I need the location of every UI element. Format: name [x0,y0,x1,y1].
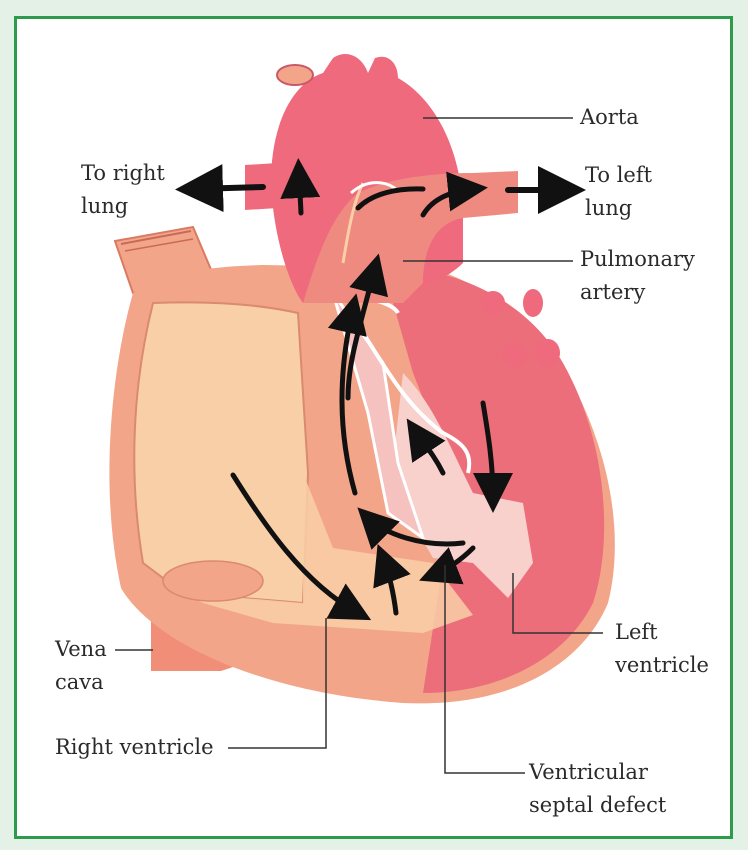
arrow-septal-lower [419,545,476,585]
label-ventricular-septal-defect: Ventricular septal defect [529,760,667,817]
arrow-aorta-arch [420,171,488,218]
right-atrium-chamber [133,301,310,605]
arrow-aorta-up [280,158,321,216]
label-pulmonary-artery: Pulmonary artery [580,247,695,304]
label-left-ventricle: Left ventricle [615,620,709,677]
leader-left-ventricle [512,573,603,634]
arrow-septal-sweep [357,507,466,550]
leader-right-ventricle [228,618,327,749]
arrow-lv-inner [406,418,446,476]
label-vena-cava: Vena cava [55,637,107,694]
diagram-frame: Aorta To right lung To left lung Pulmona… [14,16,733,839]
aorta-opening [276,64,314,86]
label-to-right-lung: To right lung [81,161,165,218]
label-aorta: Aorta [580,105,639,129]
arrow-septal-up [327,293,367,496]
arrow-to-right-lung [175,164,266,213]
tricuspid-valve [162,560,264,602]
arrow-ra-to-rv [230,472,372,621]
right-ventricle-chamber [183,473,473,633]
flow-arrows [175,158,586,621]
heart-diagram [109,53,615,774]
arrow-lv-down [472,400,513,513]
leader-septal-defect [444,565,525,774]
arrow-rv-up [373,543,411,616]
arrow-rv-to-pulmonary [345,253,389,401]
label-right-ventricle: Right ventricle [55,735,214,759]
arrow-pulmonary-arc [355,186,426,211]
label-to-left-lung: To left lung [585,163,653,220]
